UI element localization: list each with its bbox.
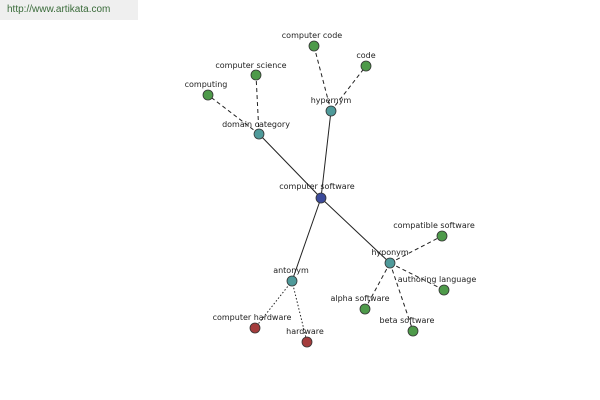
edge-center-hypernym: [320, 110, 332, 199]
node-label-computer-science[interactable]: computer science: [215, 61, 286, 70]
node-label-authoring-language[interactable]: authoring language: [398, 275, 477, 284]
node-computer-hardware[interactable]: computer hardware: [213, 313, 292, 334]
edge-domain-computing: [207, 94, 260, 135]
edge-center-domain: [258, 133, 322, 199]
node-label-code[interactable]: code: [356, 51, 375, 60]
source-url-text[interactable]: http://www.artikata.com: [7, 4, 111, 15]
node-label-hyponym[interactable]: hyponym: [371, 248, 409, 257]
node-label-hardware[interactable]: hardware: [286, 327, 324, 336]
node-label-domain[interactable]: domain category: [222, 120, 290, 129]
node-circle-compatible-software[interactable]: [436, 230, 448, 242]
node-circle-antonym[interactable]: [286, 275, 298, 287]
edge-center-antonym: [291, 197, 322, 282]
node-hardware[interactable]: hardware: [286, 327, 324, 348]
edge-hyponym-alpha-software: [364, 262, 391, 310]
node-circle-center[interactable]: [315, 192, 327, 204]
graph-nodes: computer software domain category hypernym…: [185, 31, 477, 348]
node-computer-code[interactable]: computer code: [282, 31, 342, 52]
node-code[interactable]: code: [356, 51, 376, 72]
node-circle-alpha-software[interactable]: [359, 303, 371, 315]
node-label-computer-hardware[interactable]: computer hardware: [213, 313, 292, 322]
node-circle-code[interactable]: [360, 60, 372, 72]
node-hypernym[interactable]: hypernym: [311, 96, 352, 117]
edge-domain-computer-science: [255, 74, 260, 135]
node-circle-authoring-language[interactable]: [438, 284, 450, 296]
node-label-alpha-software[interactable]: alpha software: [330, 294, 389, 303]
node-circle-computer-hardware[interactable]: [249, 322, 261, 334]
node-beta-software[interactable]: beta software: [380, 316, 435, 337]
node-computing[interactable]: computing: [185, 80, 228, 101]
source-url-banner[interactable]: http://www.artikata.com: [0, 0, 138, 20]
node-circle-computing[interactable]: [202, 89, 214, 101]
edge-antonym-computer-hardware: [254, 280, 293, 329]
node-hyponym[interactable]: hyponym: [371, 248, 409, 269]
node-center[interactable]: computer software: [279, 182, 355, 204]
node-label-compatible-software[interactable]: compatible software: [393, 221, 475, 230]
node-computer-science[interactable]: computer science: [215, 61, 287, 81]
node-authoring-language[interactable]: authoring language: [398, 275, 477, 296]
node-circle-computer-science[interactable]: [250, 69, 262, 81]
node-domain[interactable]: domain category: [222, 120, 290, 140]
node-alpha-software[interactable]: alpha software: [330, 294, 390, 315]
graph-edges: [207, 45, 445, 343]
edge-center-hyponym: [320, 197, 391, 264]
node-label-computer-code[interactable]: computer code: [282, 31, 342, 40]
edge-hyponym-beta-software: [389, 262, 414, 332]
edge-hypernym-code: [330, 65, 367, 112]
node-label-beta-software[interactable]: beta software: [380, 316, 435, 325]
node-circle-beta-software[interactable]: [407, 325, 419, 337]
node-antonym[interactable]: antonym: [273, 266, 309, 287]
node-circle-domain[interactable]: [253, 128, 265, 140]
edge-hyponym-authoring-language: [389, 262, 445, 291]
node-label-computing[interactable]: computing: [185, 80, 228, 89]
node-circle-computer-code[interactable]: [308, 40, 320, 52]
node-label-center[interactable]: computer software: [279, 182, 355, 191]
node-circle-hardware[interactable]: [301, 336, 313, 348]
node-circle-hypernym[interactable]: [325, 105, 337, 117]
node-label-hypernym[interactable]: hypernym: [311, 96, 352, 105]
node-circle-hyponym[interactable]: [384, 257, 396, 269]
node-compatible-software[interactable]: compatible software: [393, 221, 475, 242]
edge-hyponym-compatible-software: [389, 235, 443, 264]
node-label-antonym[interactable]: antonym: [273, 266, 309, 275]
